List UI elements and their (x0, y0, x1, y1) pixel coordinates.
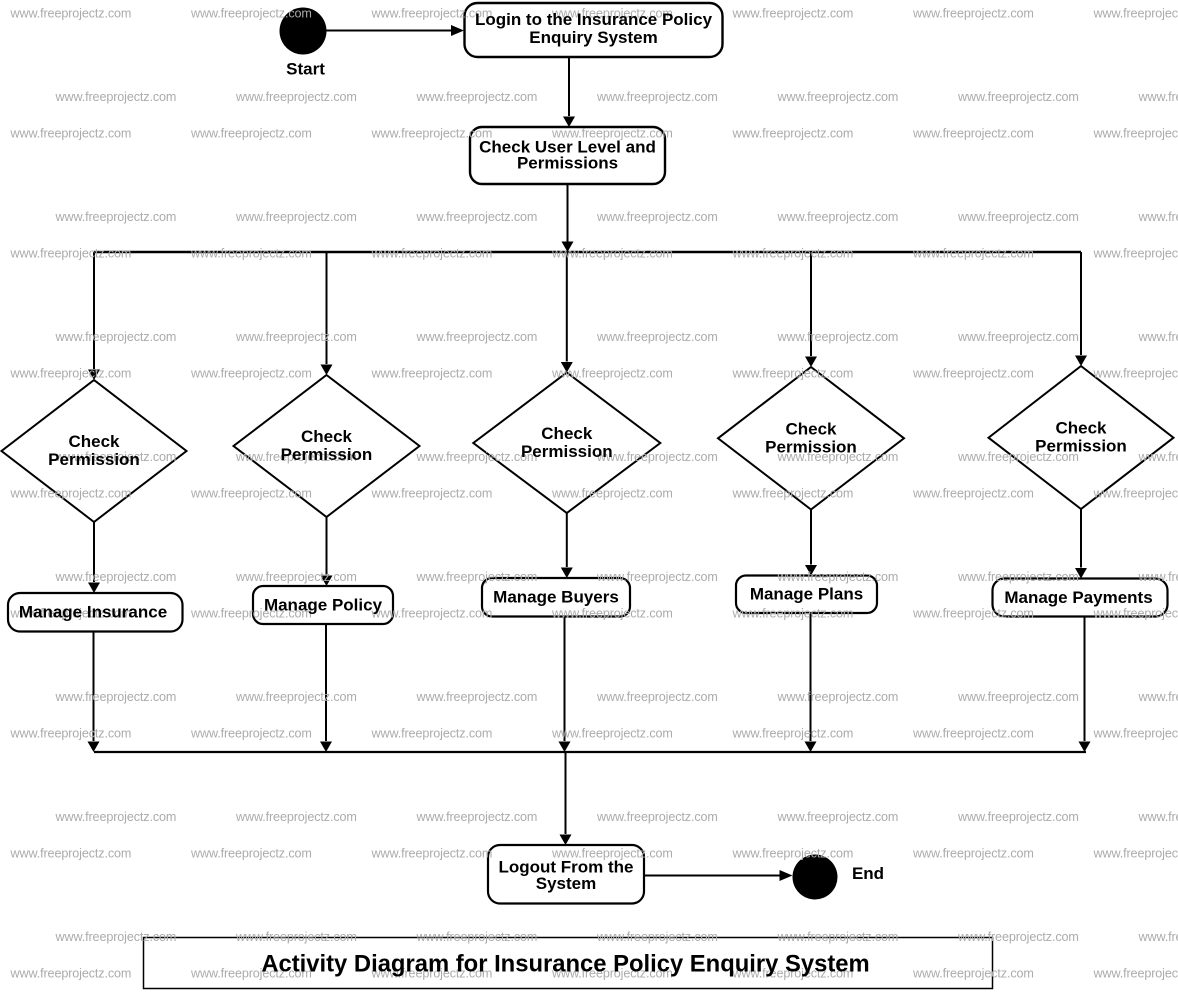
svg-text:Permission: Permission (765, 437, 857, 456)
svg-text:System: System (536, 874, 596, 893)
svg-text:Start: Start (286, 60, 325, 79)
svg-text:Check: Check (1055, 419, 1107, 438)
svg-text:Manage Plans: Manage Plans (750, 585, 863, 604)
svg-text:Login to the Insurance Policy: Login to the Insurance Policy (475, 10, 713, 29)
svg-text:Manage Payments: Manage Payments (1004, 588, 1152, 607)
svg-text:Manage Policy: Manage Policy (264, 596, 383, 615)
svg-text:Permissions: Permissions (517, 154, 618, 173)
svg-text:Check: Check (785, 419, 837, 438)
svg-text:Enquiry System: Enquiry System (529, 28, 658, 47)
svg-text:Permission: Permission (48, 450, 140, 469)
svg-text:Check User Level and: Check User Level and (479, 138, 656, 157)
svg-text:Activity Diagram for Insurance: Activity Diagram for Insurance Policy En… (261, 951, 869, 978)
svg-text:Logout From the: Logout From the (498, 857, 633, 876)
svg-text:Manage Buyers: Manage Buyers (493, 588, 619, 607)
svg-text:End: End (852, 864, 884, 883)
svg-text:Check: Check (68, 432, 120, 451)
svg-text:Check: Check (301, 427, 353, 446)
svg-text:Check: Check (541, 424, 593, 443)
svg-text:Permission: Permission (281, 445, 373, 464)
svg-text:Permission: Permission (521, 442, 613, 461)
svg-text:Manage Insurance: Manage Insurance (19, 603, 167, 622)
svg-text:Permission: Permission (1035, 437, 1127, 456)
